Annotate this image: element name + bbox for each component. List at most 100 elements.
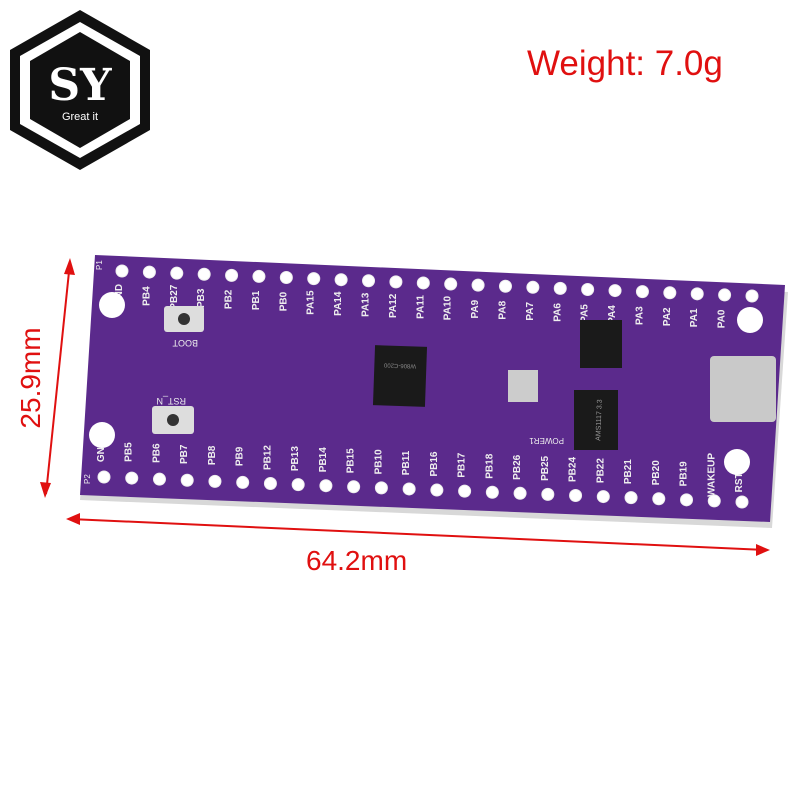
- pin-hole: [279, 271, 293, 285]
- pin-hole: [745, 289, 759, 303]
- pin-hole: [334, 273, 348, 287]
- boot-button: BOOT: [164, 306, 204, 348]
- pin-label: PB2: [224, 289, 235, 309]
- pin-hole: [430, 483, 444, 497]
- pin-label: PB27: [169, 284, 180, 309]
- pin-hole: [596, 490, 610, 504]
- pin-hole: [307, 272, 321, 286]
- header-p1-label: P1: [95, 260, 104, 270]
- reset-button: RST_N: [152, 396, 194, 434]
- pin-label: PB4: [141, 286, 152, 306]
- pin-hole: [444, 277, 458, 291]
- pin-label: PB6: [151, 443, 162, 463]
- pin-hole: [498, 279, 512, 293]
- pin-label: PB24: [568, 457, 579, 482]
- pin-hole: [197, 267, 211, 281]
- pin-hole: [263, 477, 277, 491]
- pin-label: PA13: [361, 292, 372, 317]
- pin-hole: [458, 484, 472, 498]
- reset-label: RST_N: [156, 396, 186, 406]
- pin-hole: [569, 488, 583, 502]
- pin-label: PA0: [717, 309, 728, 328]
- pin-hole: [347, 480, 361, 494]
- pin-label: PA2: [662, 307, 673, 326]
- pin-hole: [236, 475, 250, 489]
- pin-hole: [485, 485, 499, 499]
- pin-label: PA12: [388, 293, 399, 318]
- pin-hole: [152, 472, 166, 486]
- logo-tagline: Great it: [62, 111, 98, 123]
- pin-headers: [97, 264, 759, 509]
- usb-serial-chip: [580, 320, 622, 368]
- pin-label: PB0: [278, 291, 289, 311]
- logo: SY Great it: [10, 10, 150, 170]
- pin-hole: [319, 479, 333, 493]
- pin-hole: [291, 478, 305, 492]
- pin-hole: [416, 276, 430, 290]
- pin-hole: [252, 269, 266, 283]
- pin-label: PB8: [207, 445, 218, 465]
- pin-label: PB3: [196, 288, 207, 308]
- pin-label: PB11: [401, 450, 412, 475]
- pin-hole: [735, 495, 749, 509]
- boot-label: BOOT: [172, 338, 198, 348]
- pin-label: PA5: [580, 304, 591, 323]
- pin-label: PA10: [443, 295, 454, 320]
- pin-label: PB9: [235, 446, 246, 466]
- height-arrow: [40, 258, 75, 498]
- crystal: [508, 370, 538, 402]
- pin-hole: [690, 287, 704, 301]
- pin-label: PB10: [373, 449, 384, 474]
- pin-label: GND: [96, 440, 107, 462]
- pin-label: PA3: [634, 306, 645, 325]
- chip-label: W806-C200: [383, 361, 416, 368]
- pin-label: PB18: [484, 453, 495, 478]
- pin-label: PB19: [679, 461, 690, 486]
- height-dimension-label: 25.9mm: [15, 327, 46, 429]
- pin-hole: [471, 278, 485, 292]
- pin-hole: [97, 470, 111, 484]
- mounting-hole: [99, 292, 125, 318]
- pin-label: PB7: [179, 444, 190, 464]
- pin-label: PA8: [497, 300, 508, 319]
- pin-label: PA11: [415, 295, 426, 319]
- pin-label: PB5: [124, 442, 135, 462]
- pin-hole: [142, 265, 156, 279]
- pin-label: PB26: [512, 454, 523, 479]
- mounting-hole: [89, 422, 115, 448]
- pin-label: PB15: [346, 448, 357, 473]
- pin-hole: [225, 268, 239, 282]
- logo-letters: SY: [48, 60, 112, 111]
- pin-hole: [170, 266, 184, 280]
- pin-label: PB25: [540, 455, 551, 480]
- pin-labels: GNDPB4PB27PB3PB2PB1PB0PA15PA14PA13PA12PA…: [96, 284, 755, 497]
- pin-hole: [652, 492, 666, 506]
- pin-hole: [707, 494, 721, 508]
- pin-hole: [718, 288, 732, 302]
- pin-hole: [635, 285, 649, 299]
- pin-label: PB14: [318, 447, 329, 472]
- pin-label: PB21: [623, 459, 634, 484]
- pin-hole: [541, 487, 555, 501]
- mounting-hole: [724, 449, 750, 475]
- pin-hole: [389, 275, 403, 289]
- pin-hole: [608, 284, 622, 298]
- width-arrow: [66, 513, 770, 556]
- pin-label: PA9: [470, 299, 481, 318]
- pin-label: PA4: [607, 305, 618, 324]
- mounting-hole: [737, 307, 763, 333]
- pin-label: PB13: [290, 446, 301, 471]
- pin-label: PA6: [552, 303, 563, 322]
- regulator-label: AMS1117 3.3: [595, 399, 603, 441]
- pin-hole: [526, 280, 540, 294]
- pin-hole: [115, 264, 129, 278]
- pin-label: RST_N: [734, 460, 745, 493]
- pin-label: PB1: [251, 290, 262, 310]
- width-dimension-label: 64.2mm: [306, 545, 408, 576]
- pin-hole: [180, 473, 194, 487]
- mcu-chip: W806-C200: [372, 345, 428, 407]
- pin-hole: [208, 474, 222, 488]
- header-p2-label: P2: [83, 474, 92, 484]
- weight-label: Weight: 7.0g: [527, 44, 723, 83]
